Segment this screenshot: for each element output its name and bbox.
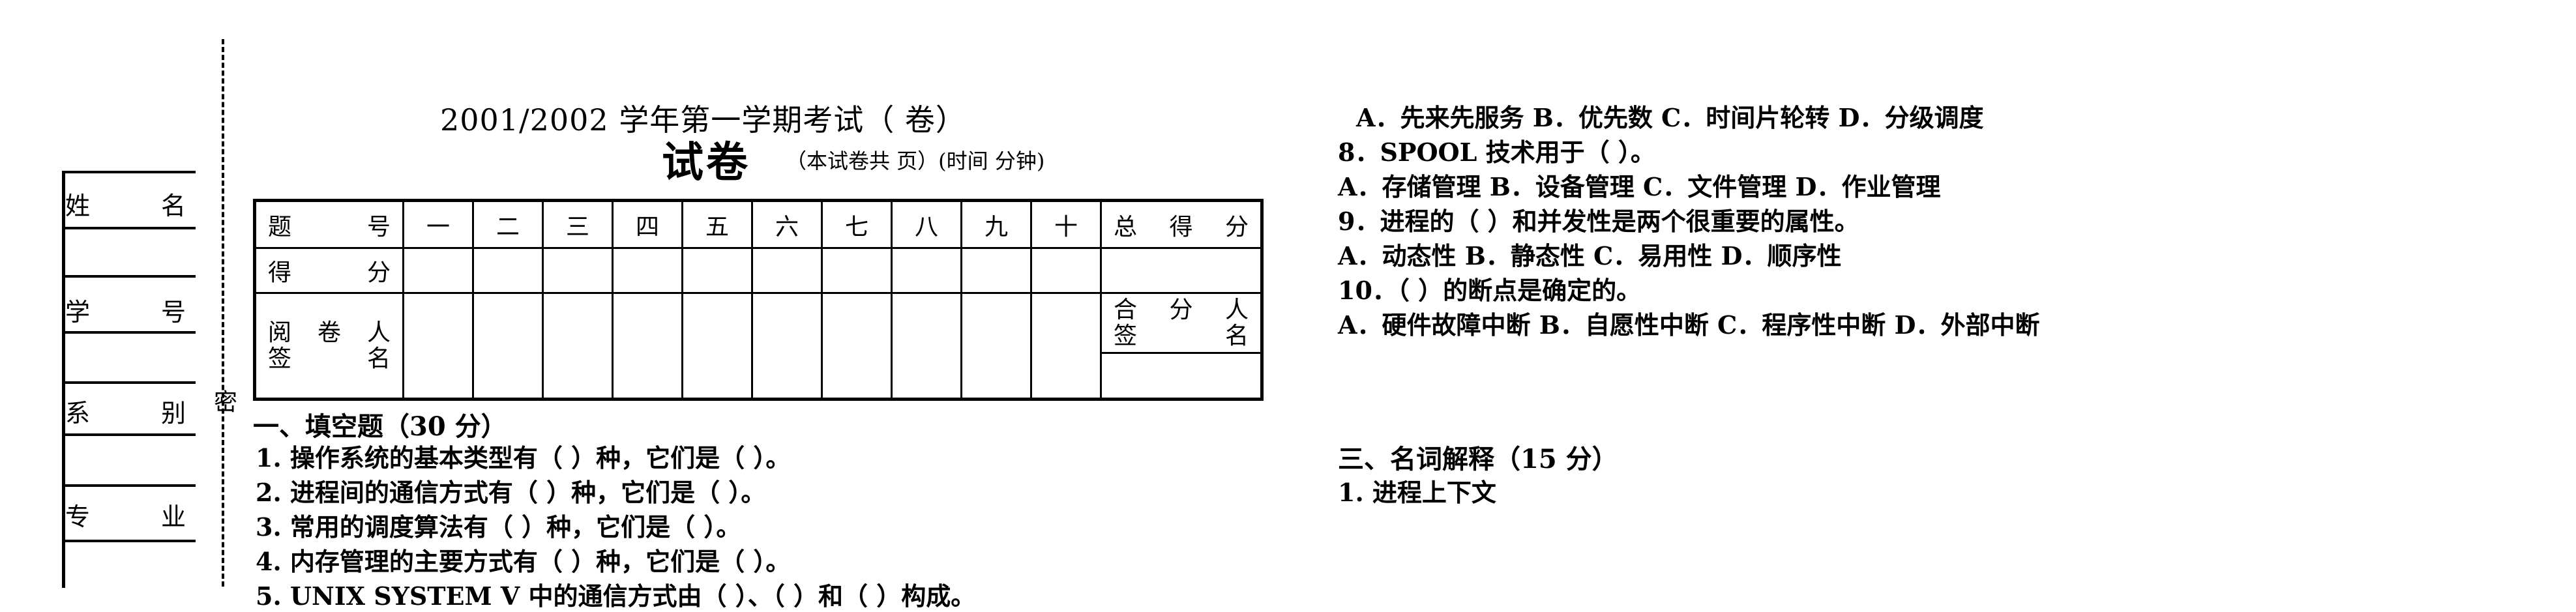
question-number-row: 题号 一 二 三 四 五 六 七 八 九 十 总得分	[254, 199, 1263, 250]
total-score-cell[interactable]	[1100, 247, 1263, 295]
term-question-1: 1. 进程上下文	[1338, 478, 1496, 507]
score-table: 题号 一 二 三 四 五 六 七 八 九 十 总得分 得分 阅卷人 签名	[253, 199, 1264, 401]
section-fill-in-title: 一、填空题（30 分）	[253, 411, 507, 442]
info-char: 学	[65, 298, 91, 327]
score-row-header: 得分	[254, 247, 404, 295]
question-number-cell: 八	[891, 199, 962, 250]
grader-signature-cell[interactable]	[751, 292, 823, 400]
question-number-cell: 九	[960, 199, 1032, 250]
fill-in-question-5: 5. UNIX SYSTEM V 中的通信方式由（ ）、（ ）和（ ）构成。	[256, 581, 976, 611]
question-number-cell: 三	[542, 199, 614, 250]
grader-signature-cell[interactable]	[612, 292, 683, 400]
score-cell[interactable]	[751, 247, 823, 295]
label-char: 名	[366, 345, 391, 372]
label-char: 卷	[317, 319, 341, 346]
summer-label-line1: 合分人	[1114, 297, 1249, 323]
score-cell[interactable]	[542, 247, 614, 295]
info-divider	[62, 275, 196, 278]
grader-signature-cell[interactable]	[821, 292, 893, 400]
fill-in-question-2: 2. 进程间的通信方式有（ ）种，它们是（ ）。	[256, 478, 766, 507]
question-number-cell: 二	[472, 199, 544, 250]
major-label: 专 业	[65, 497, 186, 532]
info-char: 姓	[65, 192, 91, 220]
grader-signature-cell[interactable]	[960, 292, 1032, 400]
label-char: 阅	[268, 319, 292, 346]
fill-in-question-1: 1. 操作系统的基本类型有（ ）种，它们是（ ）。	[256, 443, 791, 473]
total-score-header: 总得分	[1100, 199, 1263, 250]
label-char: 分	[1169, 296, 1193, 323]
choice-options-10: A．硬件故障中断 B．自愿性中断 C．程序性中断 D．外部中断	[1338, 310, 2040, 340]
score-cell[interactable]	[681, 247, 753, 295]
binding-dashed-line	[222, 39, 224, 587]
fill-in-question-3: 3. 常用的调度算法有（ ）种，它们是（ ）。	[256, 512, 741, 542]
choice-options-9: A．动态性 B．静态性 C．易用性 D．顺序性	[1338, 241, 1842, 270]
question-number-cell: 一	[402, 199, 474, 250]
binding-mark: 密	[214, 389, 238, 416]
score-row: 得分	[254, 247, 1263, 295]
fill-in-question-4: 4. 内存管理的主要方式有（ ）种，它们是（ ）。	[256, 547, 791, 576]
department-label: 系 别	[65, 393, 186, 429]
score-cell[interactable]	[891, 247, 962, 295]
exam-title: 试卷	[662, 138, 750, 187]
question-number-cell: 十	[1030, 199, 1102, 250]
student-name-label: 姓 名	[65, 186, 186, 222]
score-summer-header: 合分人 签名	[1100, 292, 1263, 354]
score-cell[interactable]	[960, 247, 1032, 295]
grader-signature-cell[interactable]	[542, 292, 614, 400]
label-char: 签	[268, 345, 292, 372]
info-char: 系	[65, 399, 91, 428]
choice-options-8: A．存储管理 B．设备管理 C．文件管理 D．作业管理	[1338, 172, 1941, 201]
info-char: 名	[160, 192, 186, 220]
info-char: 业	[160, 503, 186, 531]
department-line[interactable]	[62, 433, 196, 436]
major-line[interactable]	[62, 540, 196, 542]
grader-label-line2: 签名	[268, 345, 391, 372]
summer-signature-row	[255, 351, 1263, 401]
question-number-cell: 六	[751, 199, 823, 250]
info-divider	[62, 484, 196, 487]
question-number-cell: 五	[681, 199, 753, 250]
grader-signature-cell[interactable]	[891, 292, 962, 400]
label-char: 人	[366, 319, 391, 346]
label-char: 合	[1114, 296, 1138, 323]
grader-row: 阅卷人 签名 合分人 签名	[254, 292, 1263, 400]
grader-signature-cell[interactable]	[681, 292, 753, 400]
grader-label-line1: 阅卷人	[268, 319, 391, 346]
choice-question-8: 8．SPOOL 技术用于（ ）。	[1338, 138, 1655, 167]
choice-options-7: A．先来先服务 B．优先数 C．时间片轮转 D．分级调度	[1356, 103, 1984, 132]
question-number-cell: 七	[821, 199, 893, 250]
grader-signature-cell[interactable]	[472, 292, 544, 400]
choice-question-9: 9．进程的（ ）和并发性是两个很重要的属性。	[1338, 207, 1859, 236]
grader-signature-cell[interactable]	[1030, 292, 1102, 400]
student-name-line[interactable]	[62, 227, 196, 229]
label-char: 签	[1114, 322, 1138, 349]
info-char: 专	[65, 503, 91, 531]
label-char: 人	[1224, 296, 1249, 323]
score-cell[interactable]	[821, 247, 893, 295]
section-term-title: 三、名词解释（15 分）	[1338, 444, 1618, 474]
summer-label-line2: 签名	[1114, 323, 1249, 349]
question-number-header: 题号	[254, 199, 404, 250]
info-divider	[62, 381, 196, 384]
score-summer-signature-cell[interactable]	[1100, 351, 1263, 401]
info-char: 别	[160, 399, 186, 428]
choice-question-10: 10．（ ）的断点是确定的。	[1338, 276, 1642, 305]
score-cell[interactable]	[612, 247, 683, 295]
grader-signature-cell[interactable]	[402, 292, 474, 400]
question-number-cell: 四	[612, 199, 683, 250]
label-char: 名	[1224, 322, 1249, 349]
student-id-line[interactable]	[62, 331, 196, 334]
info-char: 号	[160, 298, 186, 327]
exam-note: （本试卷共 页）(时间 分钟)	[786, 149, 1045, 173]
exam-header: 2001/2002 学年第一学期考试（ 卷）	[440, 102, 966, 138]
grader-header: 阅卷人 签名	[254, 292, 404, 400]
score-cell[interactable]	[402, 247, 474, 295]
info-divider	[62, 171, 196, 173]
score-cell[interactable]	[1030, 247, 1102, 295]
score-cell[interactable]	[472, 247, 544, 295]
student-info-border	[62, 171, 65, 588]
student-id-label: 学 号	[65, 292, 186, 328]
